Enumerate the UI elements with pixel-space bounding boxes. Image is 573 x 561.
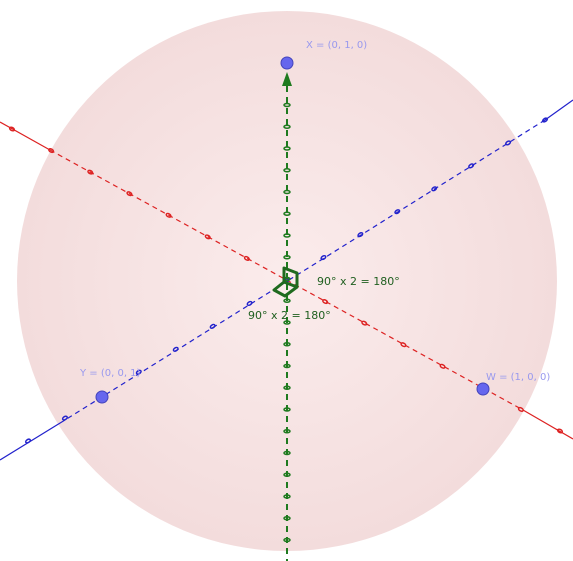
red-axis-tick bbox=[556, 428, 564, 434]
blue-axis-ticks bbox=[24, 117, 549, 444]
blue-axis-tick bbox=[431, 186, 438, 192]
red-axis-tick bbox=[322, 299, 329, 305]
blue-axis-tick bbox=[394, 209, 401, 215]
red-axis-tick bbox=[361, 320, 368, 326]
point-x[interactable] bbox=[280, 56, 294, 70]
green-axis-tick bbox=[283, 363, 291, 369]
green-axis-tick bbox=[283, 320, 291, 325]
green-axis-tick bbox=[283, 189, 291, 195]
arrow-up-icon bbox=[282, 72, 292, 86]
green-axis-tick bbox=[283, 537, 291, 543]
green-axis-tick bbox=[283, 494, 291, 499]
red-axis-tick bbox=[87, 169, 94, 175]
blue-axis bbox=[0, 99, 573, 461]
point-y[interactable] bbox=[95, 390, 109, 404]
blue-axis-tick bbox=[209, 323, 216, 329]
blue-axis-tick bbox=[357, 232, 364, 238]
right-angle-marker bbox=[272, 266, 299, 298]
blue-axis-tick bbox=[172, 346, 179, 352]
angle-label-lower: 90° x 2 = 180° bbox=[248, 309, 331, 322]
angle-label-upper: 90° x 2 = 180° bbox=[317, 275, 400, 288]
green-axis bbox=[282, 72, 292, 561]
blue-axis-tick bbox=[61, 415, 68, 421]
green-axis-tick bbox=[283, 385, 291, 390]
green-axis-tick bbox=[283, 342, 291, 347]
blue-axis-tick bbox=[24, 438, 32, 444]
green-axis-ticks bbox=[283, 102, 291, 543]
green-axis-tick bbox=[283, 516, 291, 521]
green-axis-tick bbox=[283, 407, 291, 412]
point-x-label: X = (0, 1, 0) bbox=[306, 40, 367, 51]
point-w-label: W = (1, 0, 0) bbox=[486, 372, 550, 383]
green-axis-tick bbox=[283, 429, 291, 434]
point-w[interactable] bbox=[476, 382, 490, 396]
green-axis-tick bbox=[283, 146, 291, 151]
red-axis-tick bbox=[165, 212, 172, 218]
green-axis-tick bbox=[283, 124, 291, 129]
green-axis-tick bbox=[283, 211, 291, 216]
blue-axis-tick bbox=[135, 369, 142, 375]
green-axis-tick bbox=[283, 255, 291, 260]
red-axis-tick bbox=[517, 406, 524, 412]
blue-axis-tick bbox=[468, 163, 475, 169]
red-axis-tick bbox=[400, 342, 407, 348]
blue-axis-tick bbox=[320, 254, 327, 261]
green-axis-tick bbox=[283, 450, 291, 456]
red-axis-tick bbox=[126, 191, 133, 197]
point-y-label: Y = (0, 0, 1) bbox=[79, 368, 141, 379]
red-axis-tick bbox=[8, 126, 16, 132]
red-axis-tick bbox=[439, 363, 446, 369]
green-axis-tick bbox=[283, 233, 291, 238]
green-axis-tick bbox=[283, 298, 291, 303]
red-axis-tick bbox=[243, 255, 250, 261]
blue-axis-tick bbox=[246, 300, 253, 307]
red-axis-tick bbox=[204, 234, 211, 240]
green-axis-tick bbox=[283, 102, 291, 108]
red-axis-tick bbox=[48, 148, 55, 154]
blue-axis-tick bbox=[505, 140, 512, 146]
green-axis-tick bbox=[283, 472, 291, 477]
green-axis-tick bbox=[283, 168, 291, 173]
blue-axis-tick bbox=[541, 117, 549, 123]
